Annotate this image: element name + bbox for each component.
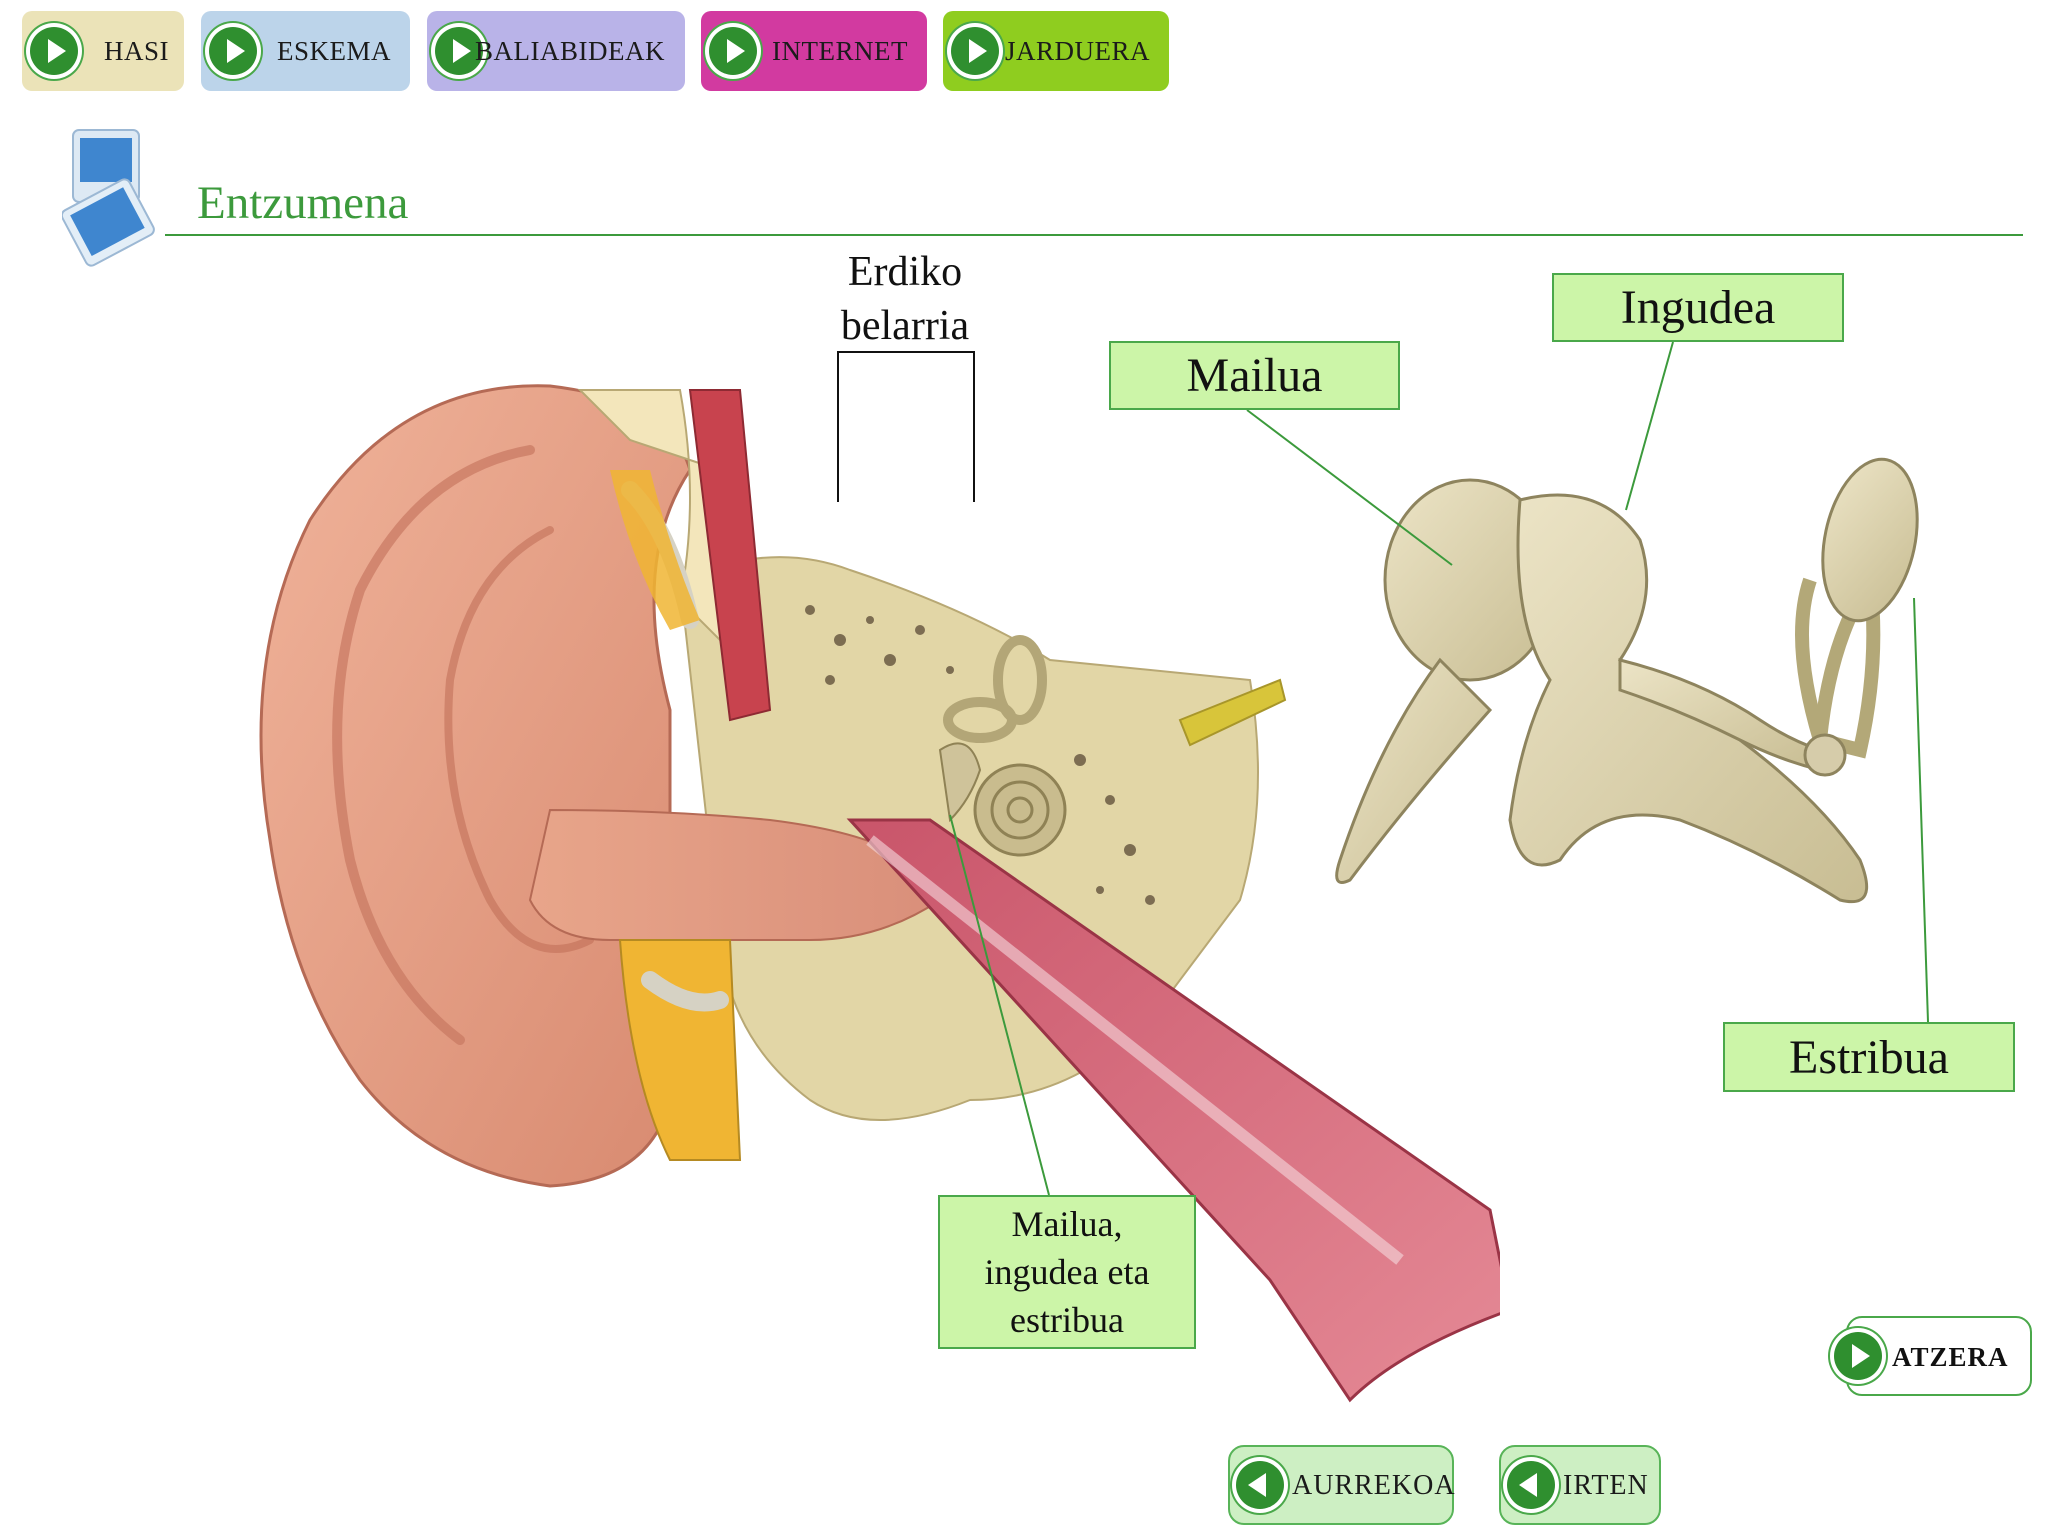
ear-anatomy-illustration — [259, 384, 1500, 1403]
play-icon — [951, 27, 999, 75]
ossicles-label-line2: ingudea eta — [984, 1252, 1150, 1292]
title-divider — [165, 234, 2023, 236]
previous-button-label: AURREKOA — [1292, 1470, 1456, 1501]
exit-button[interactable]: IRTEN — [1499, 1445, 1661, 1525]
back-button[interactable]: ATZERA — [1834, 1316, 2032, 1396]
play-icon — [435, 27, 483, 75]
nav-button-eskema[interactable]: ESKEMA — [201, 11, 410, 91]
back-button-label: ATZERA — [1892, 1342, 2009, 1372]
stapes-label: Estribua — [1723, 1022, 2015, 1092]
nav-label: INTERNET — [772, 35, 908, 66]
malleus-label-text: Mailua — [1186, 349, 1323, 402]
previous-button[interactable]: AURREKOA — [1228, 1445, 1456, 1525]
ossicles-label: Mailua, ingudea eta estribua — [938, 1195, 1196, 1349]
ossicles-label-line3: estribua — [1010, 1300, 1124, 1340]
incus-label: Ingudea — [1552, 273, 1844, 342]
nav-label: ESKEMA — [277, 35, 392, 66]
nav-button-internet[interactable]: INTERNET — [701, 11, 927, 91]
incus-label-text: Ingudea — [1620, 281, 1776, 334]
stapes-label-text: Estribua — [1789, 1030, 1949, 1084]
left-arrow-icon — [1236, 1461, 1284, 1509]
middle-ear-label: Erdiko belarria — [805, 245, 1005, 353]
play-icon — [30, 27, 78, 75]
ossicles-illustration — [1335, 457, 1919, 903]
page-title: Entzumena — [197, 177, 409, 229]
nav-button-hasi[interactable]: HASI — [22, 11, 184, 91]
play-icon — [209, 27, 257, 75]
ossicles-label-line1: Mailua, — [1011, 1204, 1123, 1244]
middle-ear-label-line1: Erdiko — [847, 249, 963, 295]
middle-ear-label-line2: belarria — [840, 303, 970, 349]
play-icon — [709, 27, 757, 75]
nav-label: BALIABIDEAK — [475, 35, 665, 66]
malleus-label: Mailua — [1109, 341, 1400, 410]
play-icon — [1834, 1332, 1882, 1380]
nav-label: JARDUERA — [1005, 35, 1151, 66]
slides-icon — [62, 129, 155, 267]
nav-button-jarduera[interactable]: JARDUERA — [943, 11, 1169, 91]
nav-button-baliabideak[interactable]: BALIABIDEAK — [427, 11, 685, 91]
exit-button-label: IRTEN — [1563, 1470, 1649, 1501]
left-arrow-icon — [1507, 1461, 1555, 1509]
nav-label: HASI — [104, 35, 170, 66]
